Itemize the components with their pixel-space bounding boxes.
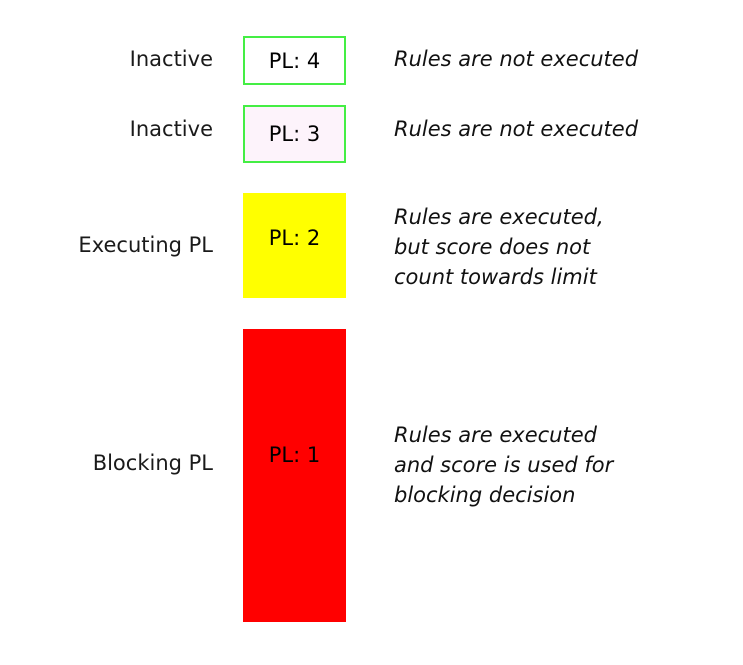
description-line: count towards limit: [394, 265, 597, 289]
description-line: and score is used for: [394, 453, 614, 477]
pl-box-3[interactable]: PL: 3: [243, 105, 346, 163]
pl-box-2[interactable]: PL: 2: [243, 193, 346, 298]
description-pl3: Rules are not executed: [394, 114, 739, 144]
status-label-pl2: Executing PL: [78, 233, 213, 257]
status-label-pl3: Inactive: [129, 117, 213, 141]
pl-box-label-3: PL: 3: [268, 122, 321, 146]
description-line: Rules are not executed: [394, 117, 639, 141]
description-line: but score does not: [394, 235, 591, 259]
description-line: Rules are executed: [394, 423, 597, 447]
description-pl2: Rules are executed, but score does not c…: [394, 202, 739, 292]
pl-box-label-4: PL: 4: [268, 48, 321, 73]
description-line: blocking decision: [394, 483, 576, 507]
description-pl1: Rules are executed and score is used for…: [394, 420, 739, 510]
pl-box-1[interactable]: PL: 1: [243, 329, 346, 622]
description-line: Rules are not executed: [394, 47, 639, 71]
description-line: Rules are executed,: [394, 205, 604, 229]
status-label-pl4: Inactive: [129, 47, 213, 71]
pl-box-label-2: PL: 2: [268, 226, 321, 250]
status-label-pl1: Blocking PL: [92, 451, 213, 475]
description-pl4: Rules are not executed: [394, 44, 739, 74]
pl-box-label-1: PL: 1: [268, 443, 321, 467]
pl-box-4[interactable]: PL: 4: [243, 36, 346, 85]
